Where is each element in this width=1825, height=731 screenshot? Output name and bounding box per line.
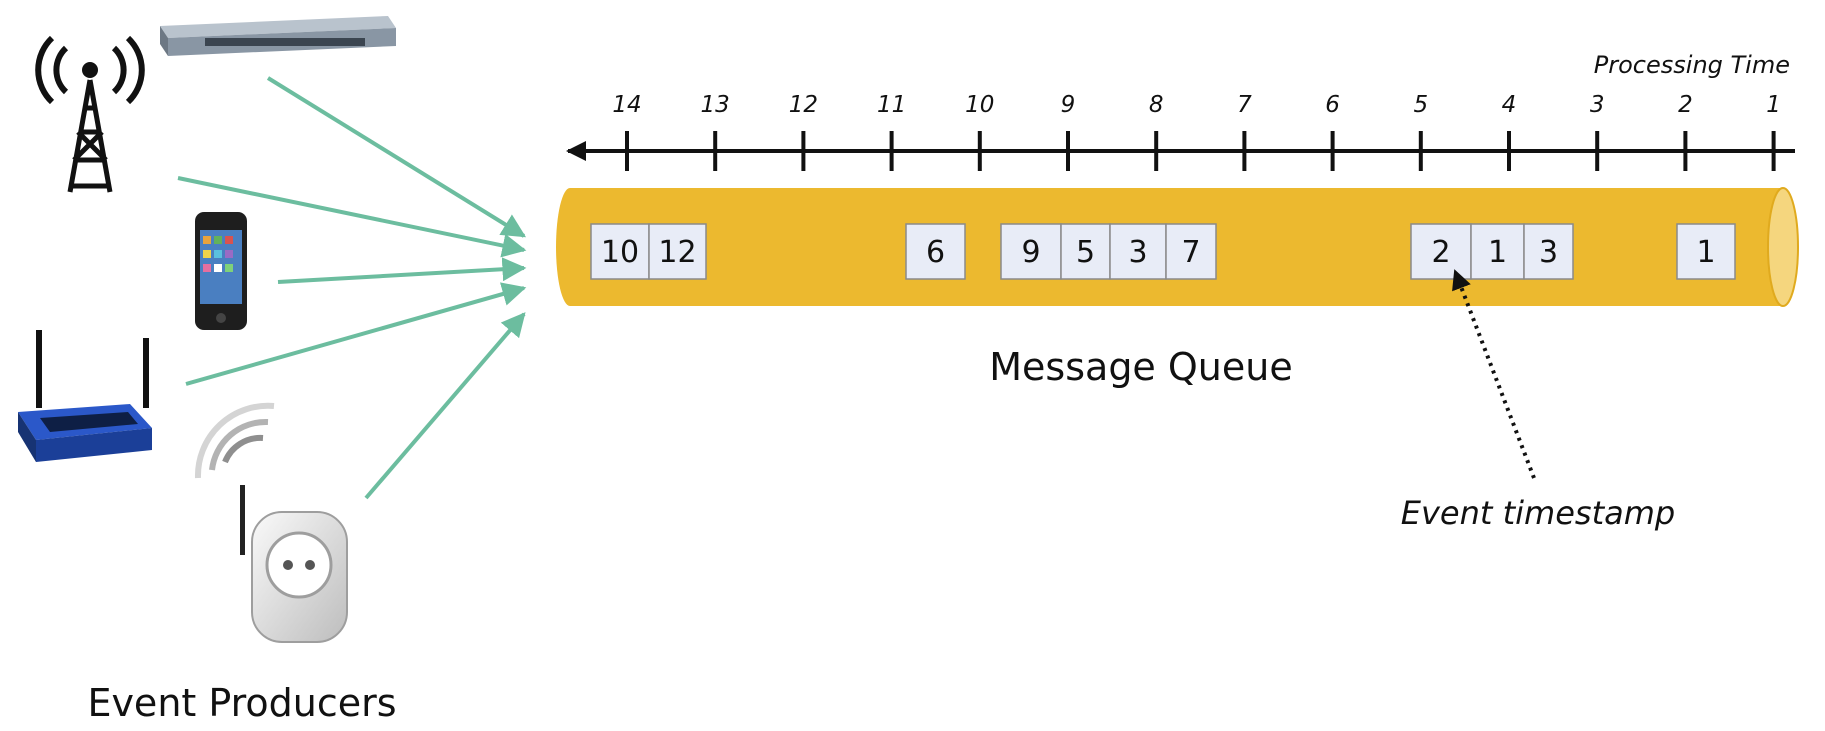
event-timestamp-value: 3	[1539, 235, 1558, 270]
event-timestamp-value: 7	[1181, 235, 1200, 270]
axis-tick-label: 1	[1766, 92, 1781, 118]
producer-arrows	[177, 76, 527, 500]
event-timestamp-label: Event timestamp	[1401, 494, 1675, 532]
axis-tick-label: 14	[612, 92, 641, 118]
event-timestamp-annotation: Event timestamp	[1401, 269, 1675, 532]
axis-tick-label: 12	[789, 92, 818, 118]
event-box: 5	[1060, 223, 1111, 280]
axis-tick-label: 10	[965, 92, 994, 118]
event-box: 10	[590, 223, 650, 280]
axis-tick-label: 6	[1325, 92, 1340, 118]
event-timestamp-value: 10	[601, 235, 639, 270]
axis-tick-label: 2	[1678, 92, 1693, 118]
queue-label: Message Queue	[989, 345, 1292, 389]
event-timestamp-value: 3	[1128, 235, 1147, 270]
axis-tick-label: 11	[877, 92, 906, 118]
event-timestamp-value: 12	[658, 235, 696, 270]
event-timestamp-value: 6	[926, 235, 945, 270]
axis-tick-label: 9	[1061, 92, 1076, 118]
event-timestamp-value: 5	[1076, 235, 1095, 270]
axis-tick-label: 3	[1590, 92, 1605, 118]
event-timestamp-value: 1	[1488, 235, 1507, 270]
network-switch-icon	[160, 16, 396, 56]
arrow-router	[185, 282, 527, 386]
event-box: 12	[648, 223, 707, 280]
axis-tick-label: 5	[1413, 92, 1428, 118]
smartphone-icon	[195, 212, 247, 330]
event-box: 3	[1523, 223, 1574, 280]
axis-tick-label: 4	[1502, 92, 1517, 118]
smart-plug-icon	[194, 402, 348, 643]
axis-title: Processing Time	[1594, 51, 1790, 79]
dotted-pointer	[1452, 269, 1536, 479]
processing-time-axis: 14 13 12 11 10 9 8 7 6 5 4 3 2 1 Processing Time	[566, 51, 1795, 171]
event-box: 1	[1470, 223, 1525, 280]
arrow-tower	[177, 176, 527, 258]
event-box: 9	[1000, 223, 1062, 280]
event-box: 3	[1109, 223, 1167, 280]
arrow-phone	[277, 257, 527, 284]
event-box: 2	[1410, 223, 1472, 280]
axis-tick-label: 8	[1149, 92, 1164, 118]
event-timestamp-value: 9	[1021, 235, 1040, 270]
event-box: 6	[905, 223, 966, 280]
arrow-switch	[266, 76, 527, 238]
event-box: 7	[1165, 223, 1217, 280]
producers-label: Event Producers	[87, 681, 396, 725]
event-timestamp-value: 1	[1696, 235, 1715, 270]
event-timestamp-value: 2	[1431, 235, 1450, 270]
cell-tower-icon	[35, 35, 145, 193]
event-box: 1	[1676, 223, 1736, 280]
axis-tick-label: 7	[1237, 92, 1252, 118]
wifi-router-icon	[18, 330, 152, 462]
arrow-plug	[364, 312, 526, 500]
queue-end-cap	[1767, 187, 1799, 307]
axis-tick-label: 13	[701, 92, 730, 118]
